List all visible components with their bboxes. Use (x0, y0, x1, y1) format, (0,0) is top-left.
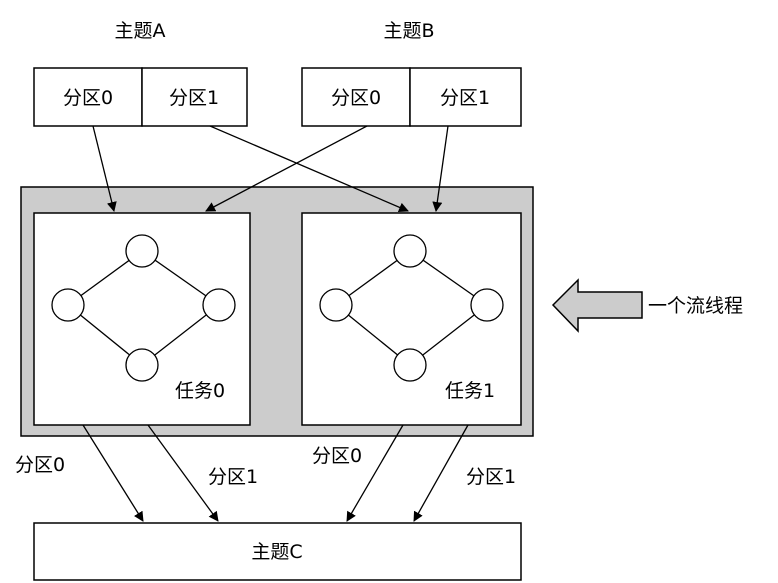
topic-a-partition-1-label: 分区1 (169, 87, 219, 109)
topic-c: 主题C (33, 522, 522, 581)
thread-pointer-arrow-icon (551, 278, 643, 333)
thread-label: 一个流线程 (648, 295, 743, 317)
topic-c-box (33, 522, 522, 581)
arrow-task-0-to-c-partition-0 (82, 424, 144, 522)
task-0-graph-node (202, 288, 236, 322)
arrow-task-1-to-c-partition-1 (413, 424, 469, 522)
task-0-graph-node (125, 234, 159, 268)
task-1: 任务1 (301, 212, 522, 426)
output-arrows (82, 424, 469, 522)
task-1-graph-node (319, 288, 353, 322)
topic-a-partition-0-label: 分区0 (63, 87, 113, 109)
arrow-b1-to-task-1 (432, 125, 449, 212)
task-1-output-label-left: 分区0 (312, 445, 362, 467)
arrow-task-1-to-c-partition-0 (346, 424, 404, 522)
arrow-a1-to-task-1 (209, 125, 409, 213)
task-0-label: 任务0 (175, 380, 225, 402)
task-1-graph-node (393, 234, 427, 268)
task-0: 任务0 (33, 212, 251, 426)
topic-a-partition-0-box (33, 67, 143, 127)
task-0-output-label-left: 分区0 (15, 454, 65, 476)
task-1-label: 任务1 (445, 380, 495, 402)
topic-a-title: 主题A (115, 20, 166, 42)
task-0-output-label-right: 分区1 (208, 466, 258, 488)
arrow-a0-to-task-0 (92, 125, 117, 212)
arrow-b0-to-task-0 (205, 125, 368, 212)
input-arrows (92, 125, 449, 213)
topic-b-partition-0-label: 分区0 (331, 87, 381, 109)
topic-a-partition-1-box (141, 67, 248, 127)
topic-b-partition-1-label: 分区1 (440, 87, 490, 109)
topic-a-partitions: 分区0 分区1 (33, 67, 248, 127)
topic-c-title: 主题C (251, 541, 302, 563)
task-1-graph-node (470, 288, 504, 322)
topic-b-title: 主题B (383, 20, 434, 42)
topic-b-partition-1-box (409, 67, 522, 127)
task-0-graph-node (51, 288, 85, 322)
stream-thread-pointer: 一个流线程 (551, 278, 743, 333)
task-0-graph-node (125, 348, 159, 382)
topic-b-partition-0-box (301, 67, 411, 127)
topic-b-partitions: 分区0 分区1 (301, 67, 522, 127)
task-1-output-label-right: 分区1 (466, 466, 516, 488)
task-1-graph-node (393, 348, 427, 382)
arrow-task-0-to-c-partition-1 (147, 424, 219, 522)
